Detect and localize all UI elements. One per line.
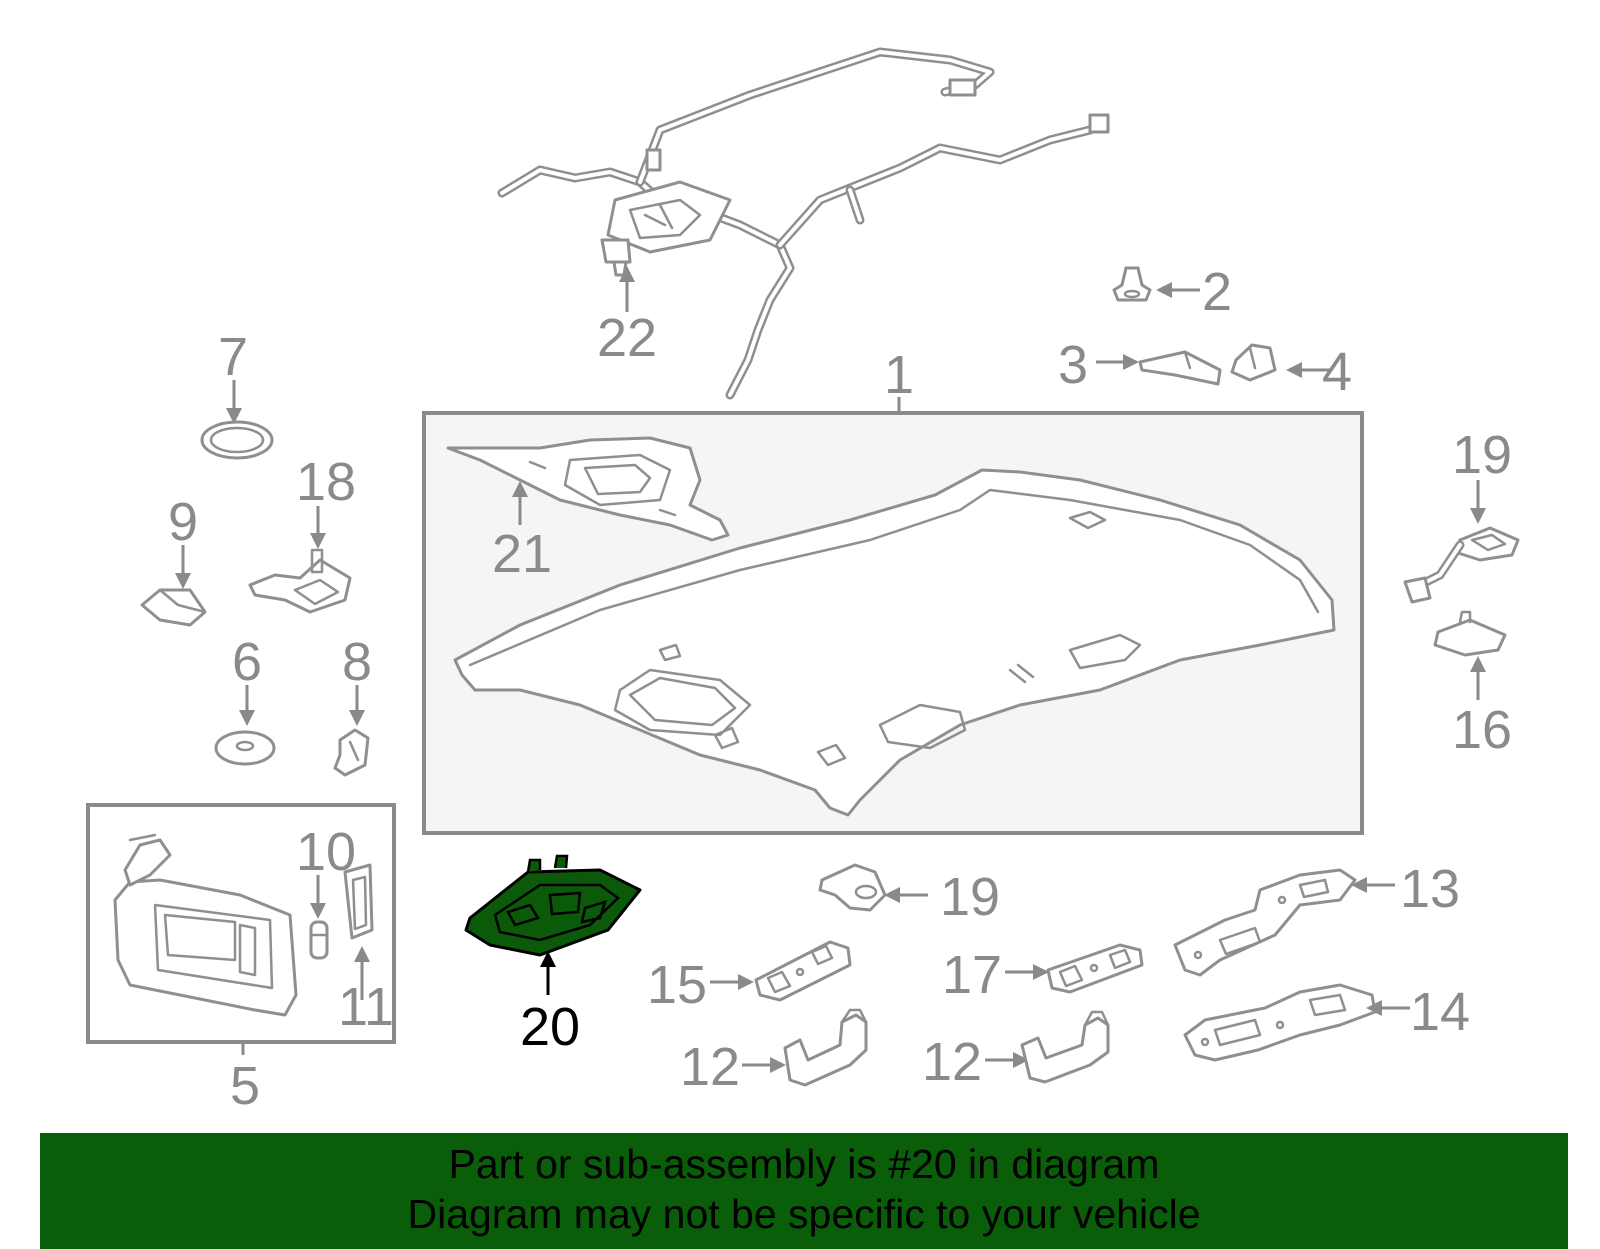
lamp-lens-part-11[interactable]	[343, 863, 374, 940]
sun-visor-assembly-box	[86, 803, 396, 1044]
callout-3[interactable]: 3	[1058, 335, 1088, 395]
callout-7[interactable]: 7	[218, 327, 248, 387]
bulb-part-10[interactable]	[309, 920, 329, 960]
callout-4[interactable]: 4	[1322, 342, 1352, 402]
arrowhead-4	[1286, 362, 1302, 378]
callout-1[interactable]: 1	[884, 345, 914, 405]
cover-part-9[interactable]	[140, 588, 207, 627]
bracket-part-14[interactable]	[1183, 983, 1377, 1062]
callout-11[interactable]: 11	[338, 977, 394, 1037]
arrowhead-2	[1156, 282, 1172, 298]
callout-9[interactable]: 9	[168, 492, 198, 552]
grab-handle-part-12-right[interactable]	[1020, 1010, 1110, 1084]
arrowhead-18	[310, 533, 326, 549]
callout-12-right[interactable]: 12	[922, 1032, 982, 1092]
arrowhead-9	[175, 573, 191, 589]
bracket-part-19-lower[interactable]	[818, 863, 887, 912]
lamp-part-18[interactable]	[248, 548, 352, 614]
callout-19-lower[interactable]: 19	[940, 867, 1000, 927]
callout-13[interactable]: 13	[1400, 859, 1460, 919]
grab-handle-part-12-left[interactable]	[783, 1008, 868, 1087]
dome-lamp-part-20[interactable]	[464, 854, 642, 957]
arrowhead-12-left	[770, 1057, 786, 1073]
bracket-part-21[interactable]	[446, 436, 730, 542]
arrowhead-17	[1033, 964, 1049, 980]
callout-8[interactable]: 8	[342, 632, 372, 692]
bracket-part-3[interactable]	[1138, 350, 1222, 386]
fastener-part-2[interactable]	[1112, 266, 1152, 302]
plug-part-6[interactable]	[214, 730, 276, 766]
lamp-part-16[interactable]	[1433, 610, 1507, 657]
clip-part-4[interactable]	[1230, 343, 1277, 382]
callout-17[interactable]: 17	[942, 945, 1002, 1005]
arrowhead-13	[1351, 877, 1367, 893]
banner-line-disclaimer: Diagram may not be specific to your vehi…	[407, 1191, 1201, 1237]
info-banner: Part or sub-assembly is #20 in diagram D…	[40, 1133, 1568, 1249]
callout-2[interactable]: 2	[1202, 262, 1232, 322]
arrowhead-22	[619, 266, 635, 282]
arrowhead-19-lower	[884, 887, 900, 903]
callout-20[interactable]: 20	[520, 997, 580, 1057]
arrowhead-20	[540, 951, 556, 967]
cover-part-17[interactable]	[1046, 943, 1144, 994]
callout-22[interactable]: 22	[597, 308, 657, 368]
clip-part-8[interactable]	[333, 728, 370, 777]
grommet-part-7[interactable]	[200, 420, 274, 460]
arrowhead-3	[1123, 354, 1139, 370]
headliner-part[interactable]	[453, 468, 1336, 817]
banner-line-part-number: Part or sub-assembly is #20 in diagram	[448, 1141, 1160, 1187]
cover-part-15[interactable]	[754, 940, 852, 1002]
arrowhead-11	[354, 946, 370, 962]
arrowhead-7	[226, 408, 242, 424]
callout-5[interactable]: 5	[230, 1056, 260, 1116]
callout-14[interactable]: 14	[1410, 982, 1470, 1042]
callout-21[interactable]: 21	[492, 524, 552, 584]
arrowhead-8	[349, 710, 365, 726]
arrowhead-14	[1366, 1000, 1382, 1016]
arrowhead-6	[239, 710, 255, 726]
callout-6[interactable]: 6	[232, 632, 262, 692]
callout-12-left[interactable]: 12	[680, 1037, 740, 1097]
arrowhead-16	[1470, 656, 1486, 672]
arrowhead-15	[738, 974, 754, 990]
wiring-harness-part[interactable]	[497, 47, 1110, 400]
parts-diagram: 22 2 3 4 1 21	[86, 47, 1520, 1116]
arrowhead-19-top	[1470, 508, 1486, 524]
callout-19-top[interactable]: 19	[1452, 425, 1512, 485]
callout-16[interactable]: 16	[1452, 700, 1512, 760]
bracket-part-13[interactable]	[1173, 868, 1357, 977]
sun-visor-part[interactable]	[113, 833, 298, 1017]
arrowhead-10	[310, 903, 326, 919]
callout-15[interactable]: 15	[647, 955, 707, 1015]
callout-18[interactable]: 18	[296, 452, 356, 512]
arrowhead-12-right	[1013, 1052, 1029, 1068]
lamp-harness-part-19[interactable]	[1403, 526, 1520, 604]
arrowhead-21	[512, 481, 528, 497]
